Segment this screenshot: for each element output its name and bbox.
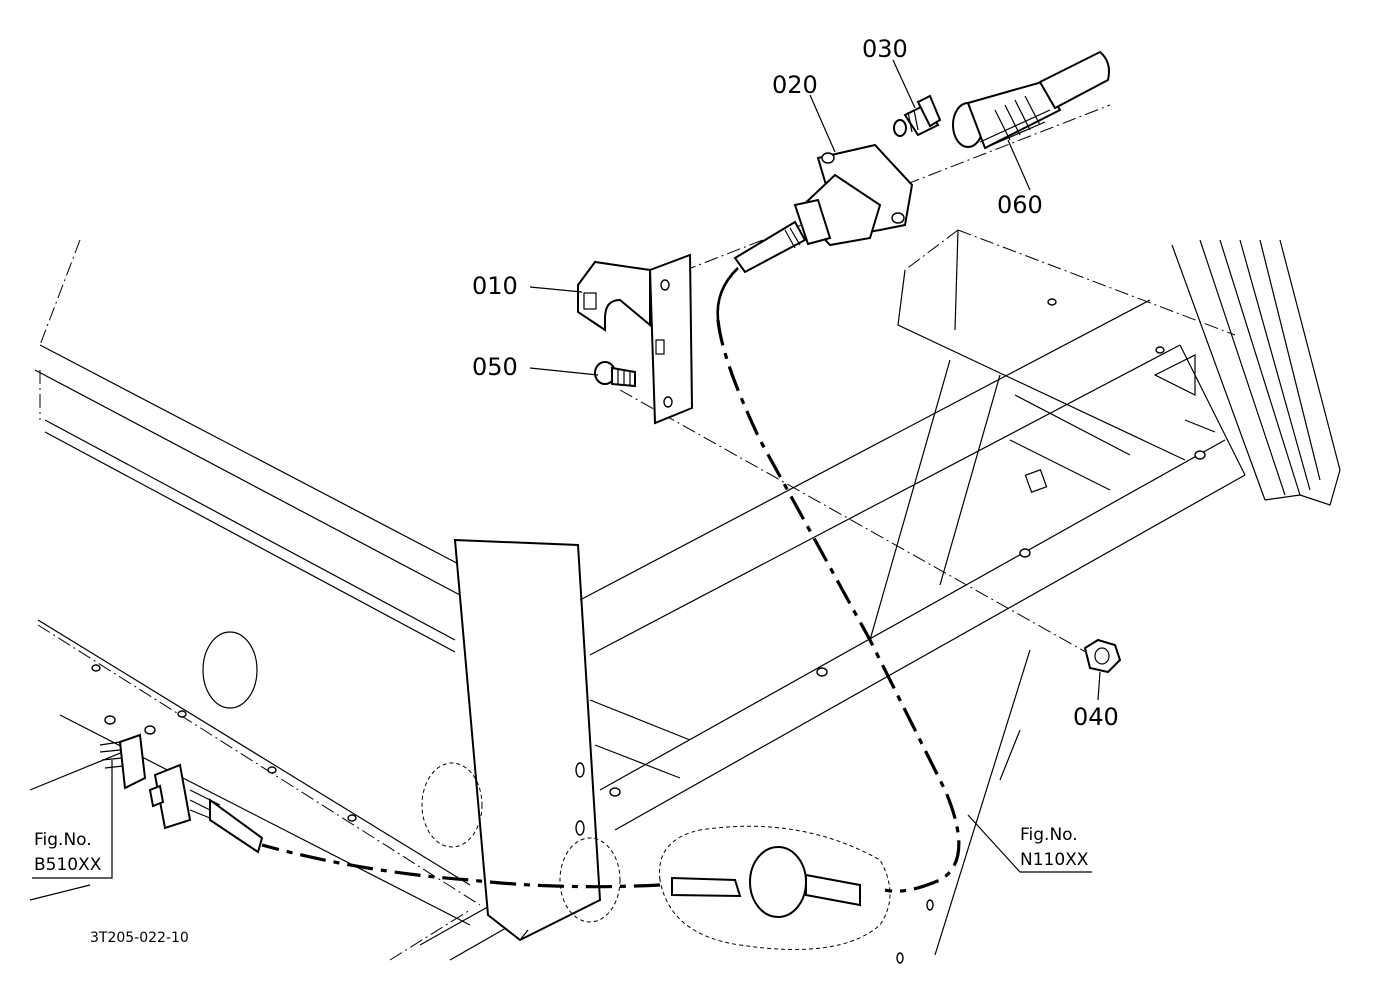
drawing-code: 3T205-022-10: [90, 930, 189, 946]
part-label-030: 030: [862, 35, 908, 63]
part-020-socket[interactable]: [733, 143, 914, 274]
part-060-cap[interactable]: [952, 50, 1110, 150]
wire-harness: [99, 267, 961, 950]
part-label-010: 010: [472, 272, 518, 300]
fig-ref-n110xx-line2: N110XX: [1020, 850, 1089, 870]
fig-ref-b510xx-line2: B510XX: [34, 855, 102, 875]
part-030-plug[interactable]: [893, 94, 942, 137]
leader-lines: [32, 59, 1101, 879]
fig-ref-n110xx-line1: Fig.No.: [1020, 825, 1078, 845]
part-label-020: 020: [772, 71, 818, 99]
chassis-frame: [29, 229, 1341, 964]
part-label-040: 040: [1073, 703, 1119, 731]
part-010-bracket[interactable]: [577, 253, 694, 425]
part-050-bolt[interactable]: [594, 361, 636, 388]
fig-ref-b510xx-line1: Fig.No.: [34, 830, 92, 850]
part-040-nut[interactable]: [1083, 638, 1122, 674]
part-label-050: 050: [472, 353, 518, 381]
part-label-060: 060: [997, 191, 1043, 219]
